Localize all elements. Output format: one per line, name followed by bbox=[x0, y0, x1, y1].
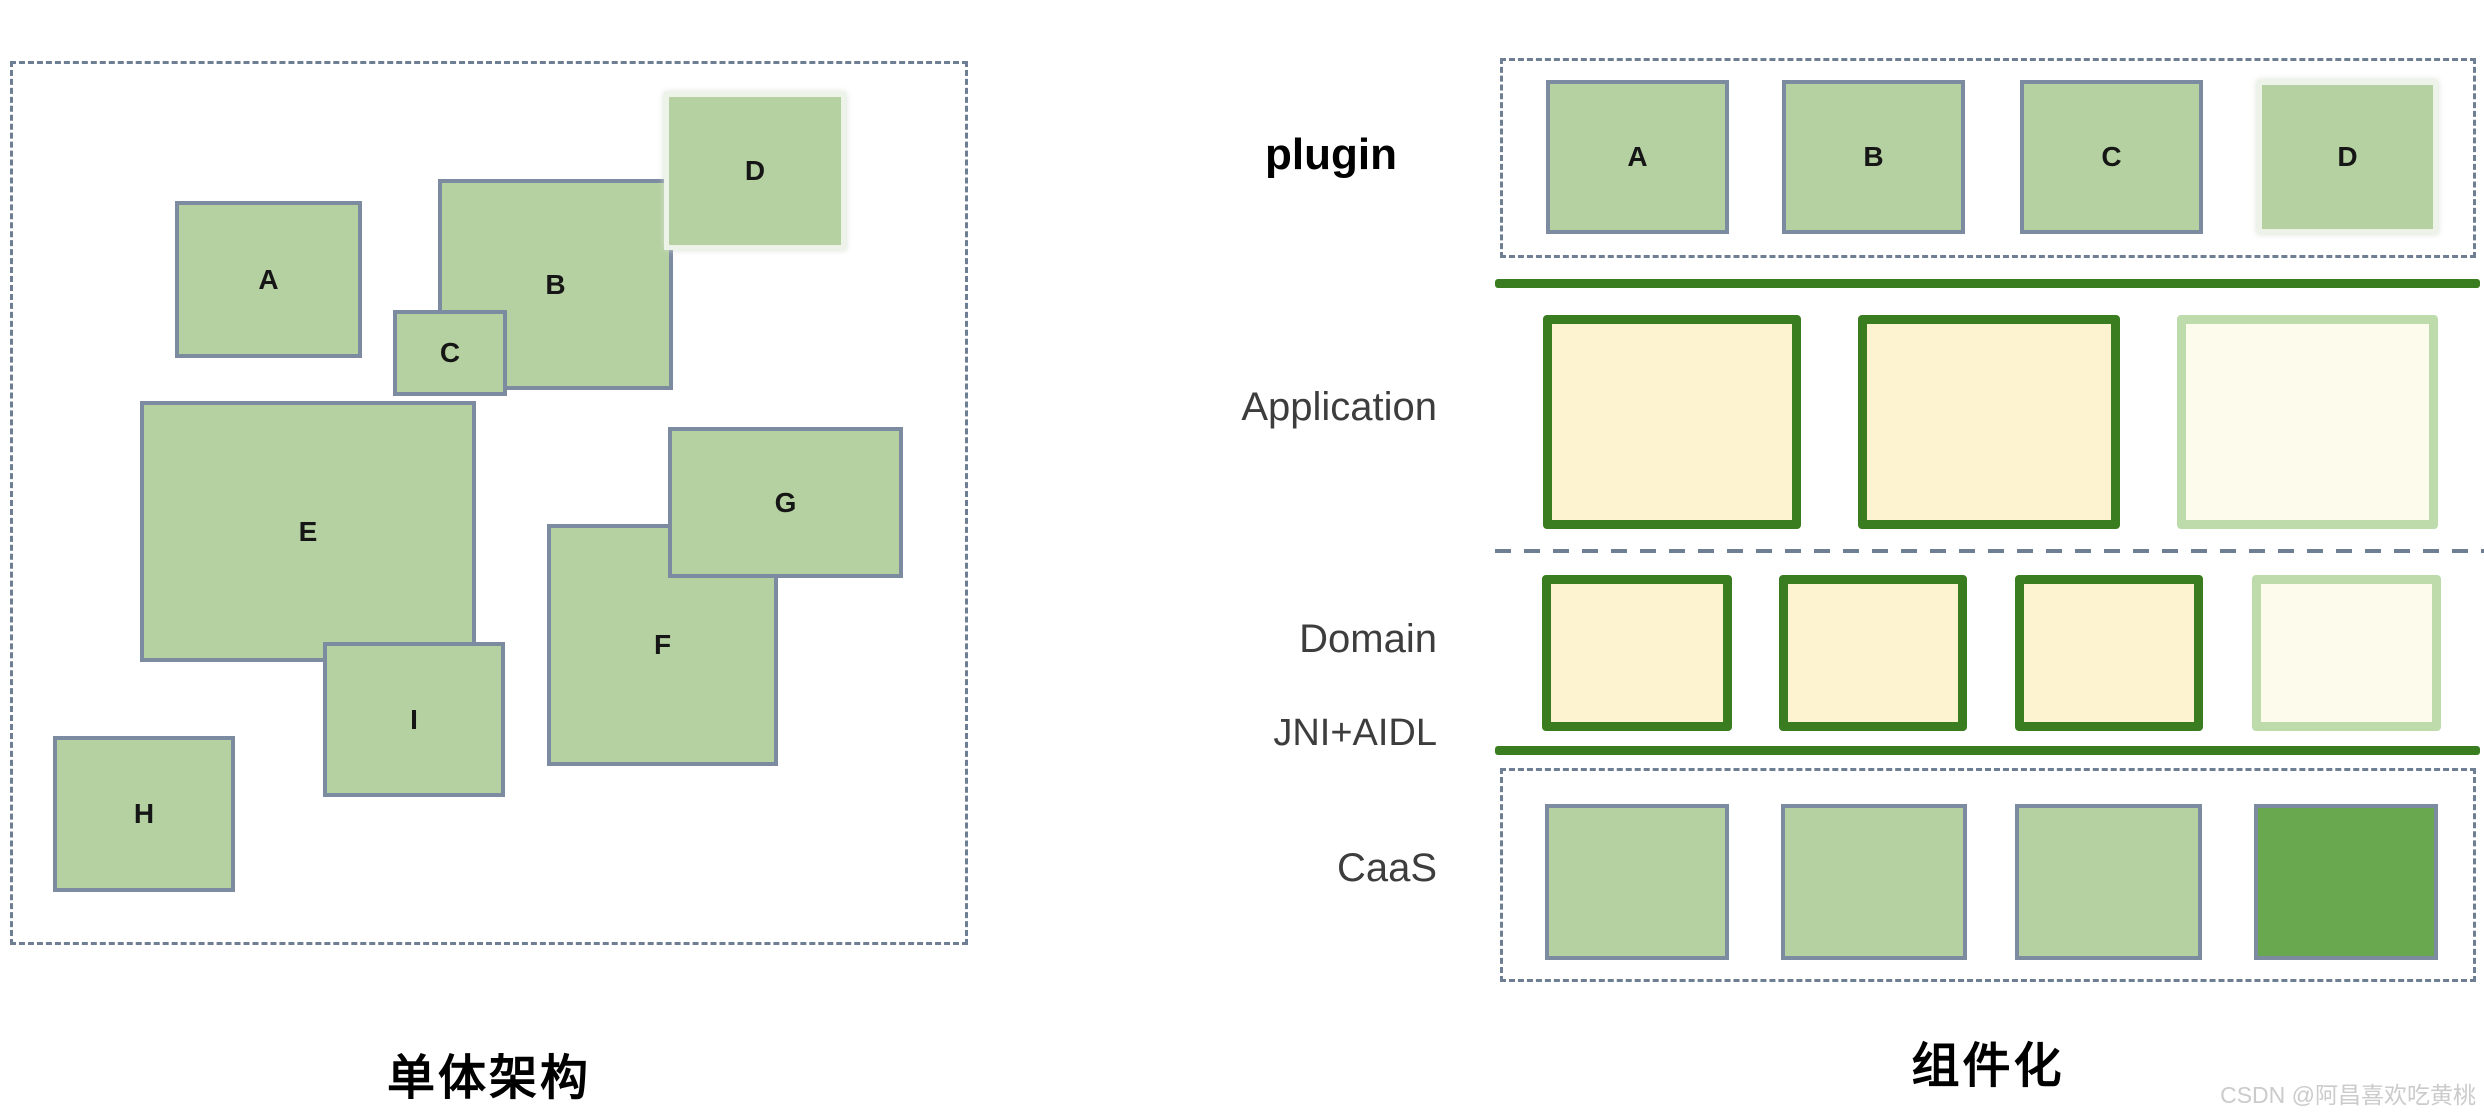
plugin-row-label: plugin bbox=[1265, 130, 1397, 179]
box-label: D bbox=[2337, 141, 2358, 172]
jni-aidl-label: JNI+AIDL bbox=[1273, 712, 1437, 754]
separator-line-bottom bbox=[1495, 746, 2480, 755]
plugin-box-d: D bbox=[2257, 80, 2438, 234]
caas-row-label: CaaS bbox=[1336, 846, 1437, 890]
plugin-dashed-container bbox=[1500, 58, 2476, 258]
componentized-title: 组件化 bbox=[1911, 1040, 2065, 1093]
box-label: H bbox=[133, 798, 155, 829]
domain-box-3 bbox=[2015, 575, 2203, 731]
box-label: C bbox=[439, 337, 461, 368]
box-label: B bbox=[545, 268, 566, 300]
monolith-box-e: E bbox=[140, 401, 476, 662]
monolith-box-a: A bbox=[175, 201, 362, 358]
application-domain-dashed-separator bbox=[1495, 549, 2484, 553]
monolith-box-b: B bbox=[438, 179, 673, 390]
separator-line-top bbox=[1495, 279, 2480, 288]
caas-dashed-container bbox=[1500, 768, 2476, 982]
box-label: G bbox=[774, 486, 797, 518]
domain-box-4-faded bbox=[2252, 575, 2441, 731]
monolith-box-d: D bbox=[664, 92, 846, 250]
application-box-3-faded bbox=[2177, 315, 2438, 529]
application-row-label: Application bbox=[1241, 385, 1437, 429]
domain-row-label: Domain bbox=[1299, 617, 1437, 661]
plugin-box-a: A bbox=[1546, 80, 1729, 234]
box-label: C bbox=[2101, 141, 2122, 172]
application-box-1 bbox=[1543, 315, 1801, 529]
csdn-watermark: CSDN @阿昌喜欢吃黄桃 bbox=[2220, 1082, 2476, 1108]
domain-box-2 bbox=[1779, 575, 1967, 731]
application-box-2 bbox=[1858, 315, 2120, 529]
domain-box-1 bbox=[1542, 575, 1732, 731]
caas-box-4-dark bbox=[2254, 804, 2438, 960]
monolith-box-g: G bbox=[668, 427, 903, 578]
plugin-box-b: B bbox=[1782, 80, 1965, 234]
monolith-box-i: I bbox=[323, 642, 505, 797]
box-label: B bbox=[1863, 141, 1884, 172]
monolith-dashed-container bbox=[10, 61, 968, 945]
box-label: F bbox=[653, 629, 672, 660]
caas-box-3 bbox=[2015, 804, 2202, 960]
box-label: D bbox=[744, 155, 766, 186]
monolith-box-c: C bbox=[393, 310, 507, 396]
monolith-box-h: H bbox=[53, 736, 235, 892]
monolith-title: 单体架构 bbox=[386, 1052, 591, 1105]
box-label: E bbox=[298, 515, 318, 547]
box-label: I bbox=[410, 703, 418, 735]
caas-box-1 bbox=[1545, 804, 1729, 960]
plugin-box-c: C bbox=[2020, 80, 2203, 234]
box-label: A bbox=[258, 263, 279, 295]
caas-box-2 bbox=[1781, 804, 1967, 960]
box-label: A bbox=[1627, 141, 1648, 172]
